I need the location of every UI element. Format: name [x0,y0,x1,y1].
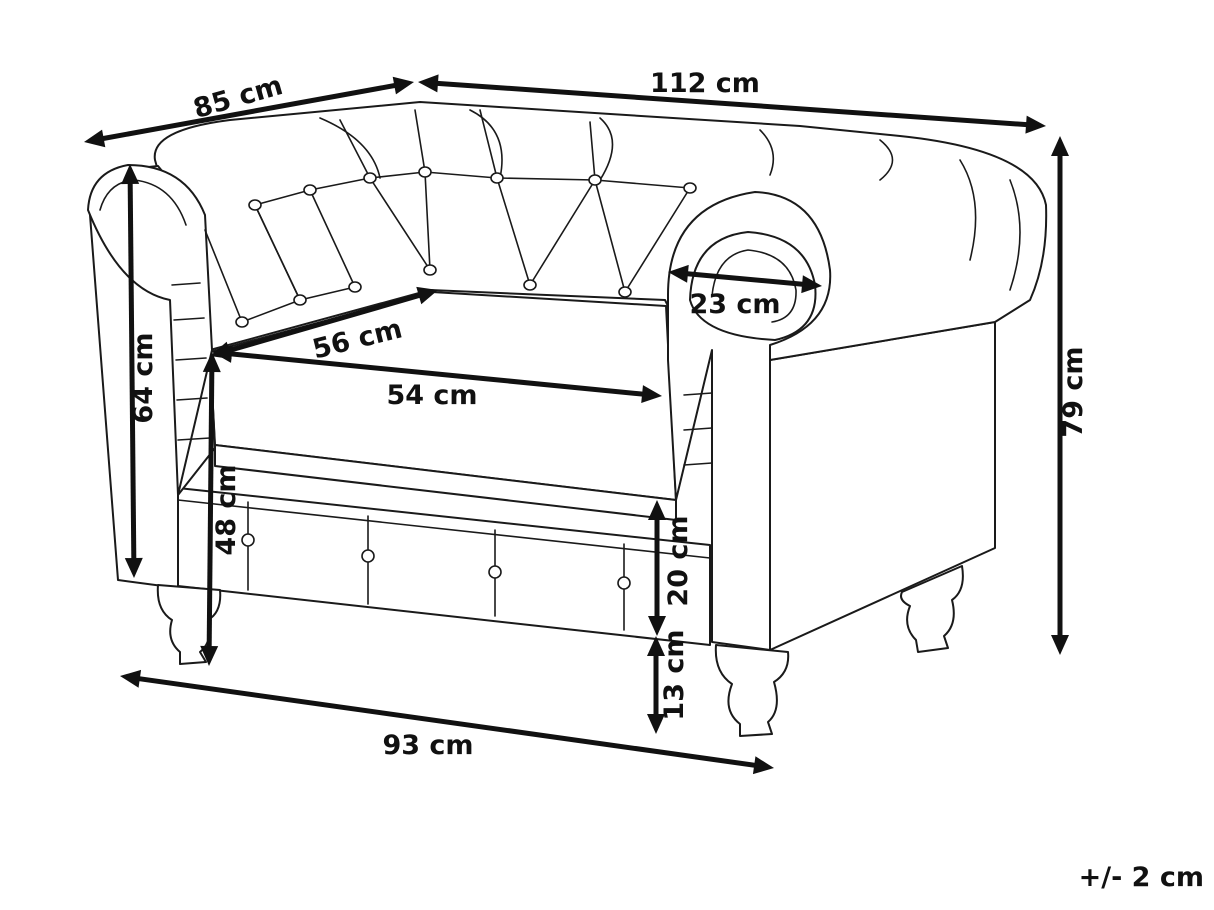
left-arm-pleat [176,397,208,401]
right-arm-pleat [683,462,713,466]
back-roll-curve [319,117,381,179]
arrow-shaft [97,82,401,142]
back-roll-curve [469,109,503,179]
base-height-arrow [648,500,666,636]
back-roll-curve [959,159,977,261]
arrowhead [212,344,233,363]
arrowhead [752,756,774,775]
arrowhead [121,164,140,185]
right-arm-pleat [683,427,713,431]
width-bottom-arrow [120,669,774,775]
arrow-shaft [225,350,649,398]
arrowhead [200,645,219,666]
width-top-arrow [418,74,1046,134]
base-height-label: 20 cm [663,515,694,606]
seat-height-label: 48 cm [211,464,242,555]
left-arm-pleat [177,437,211,441]
back-roll-curve [1009,179,1021,291]
arrowhead [647,714,665,734]
back-roll-curve [599,117,614,181]
arrowhead [120,669,142,688]
arrowhead [392,76,414,95]
arrow-shaft [431,80,1033,128]
leg-height-arrow [647,636,665,734]
arrowhead [1051,136,1069,156]
arrow-shaft [127,177,137,565]
width-bottom-label: 93 cm [382,730,473,761]
left-arm-pleat [175,357,207,361]
seat-front-edge [214,444,677,521]
arrowhead [416,286,438,305]
arrowhead [1051,635,1069,655]
seat-width-arrow [212,344,662,404]
arm-width-arrow [668,264,822,294]
arrowhead [647,636,665,656]
arm-height-label: 64 cm [128,332,159,423]
left-arm-pleat [171,282,201,286]
arrow-shaft [681,270,809,288]
chair-side-panel [769,321,996,651]
tolerance-note: +/- 2 cm [1079,862,1204,893]
arrow-shaft [222,291,426,355]
width-top-label: 112 cm [650,68,760,99]
front-right-leg [714,644,790,737]
left-arm-scroll [87,164,213,496]
arm-height-arrow [121,164,143,578]
tufting-buttons [235,166,697,590]
total-height-label: 79 cm [1058,346,1089,437]
back-roll-curve [879,139,894,181]
arm-width-label: 23 cm [689,289,780,320]
front-left-leg [156,584,222,665]
arrowhead [648,616,666,636]
arrowhead [418,74,439,93]
right-arm-scroll-inner [711,249,797,323]
arrowhead [202,352,221,373]
arrowhead [641,385,662,404]
armchair-drawing [87,101,1048,737]
arrowhead [124,557,143,578]
arrowhead [668,264,689,283]
arrowhead [801,275,822,294]
tufting-line [339,109,596,181]
seat-height-arrow [200,352,221,666]
arrow-shaft [133,675,761,769]
depth-top-arrow [84,76,414,148]
total-height-arrow [1051,136,1069,655]
back-right-leg [900,565,964,653]
arrowhead [1025,115,1046,134]
left-arm-pleat [173,317,205,321]
arrow-shaft [206,365,215,653]
dimension-arrows [84,74,1069,775]
seat-width-label: 54 cm [386,380,477,411]
right-arm-pleat [683,392,713,396]
front-base-seam [177,499,711,559]
arrowhead [648,500,666,520]
back-roll-curve [759,129,775,176]
arrowhead [84,129,106,148]
leg-height-label: 13 cm [659,629,690,720]
